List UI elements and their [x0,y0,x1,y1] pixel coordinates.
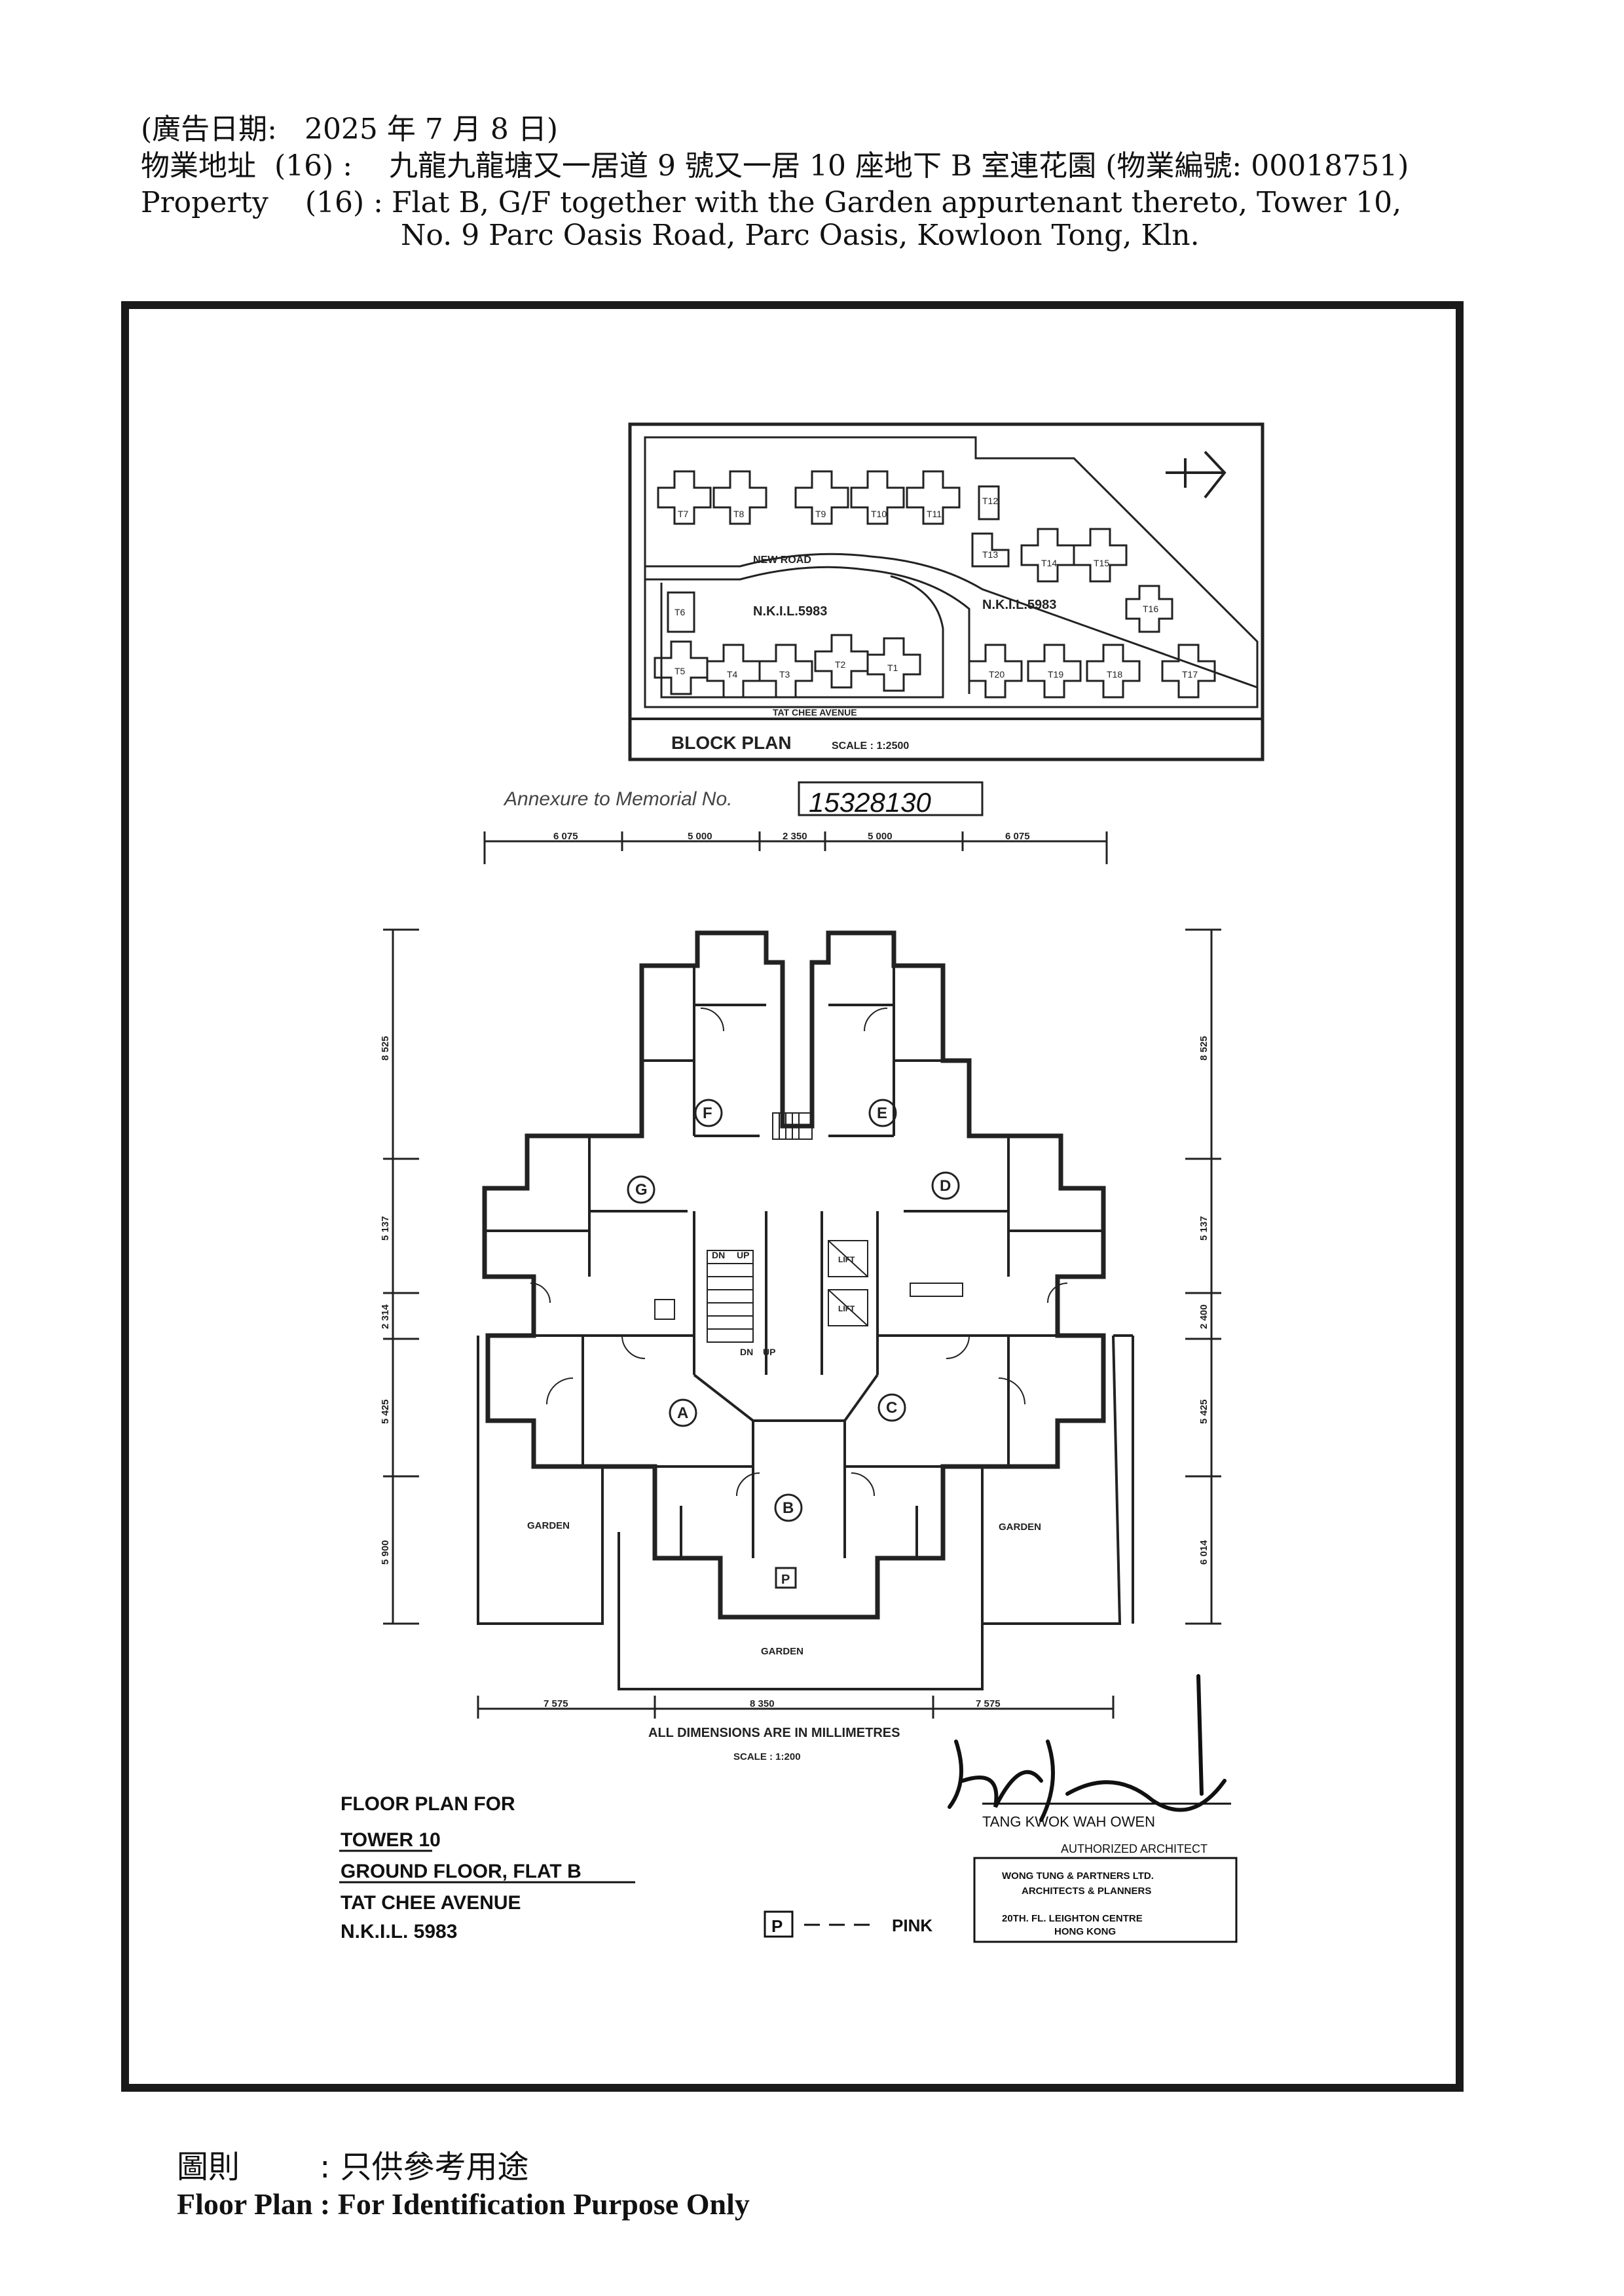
title-block: FLOOR PLAN FOR TOWER 10 GROUND FLOOR, FL… [341,1793,581,1942]
memorial-number: 15328130 [809,787,932,818]
stair-dn: DN [712,1250,725,1260]
dim-bottom: 7 575 [544,1698,568,1709]
tower-label: T20 [989,669,1005,680]
tower-label: T10 [871,509,887,519]
tower-label: T18 [1107,669,1122,680]
lift-label: LIFT [838,1255,855,1264]
dim-top: 5 000 [868,831,893,842]
title-line-5: N.K.I.L. 5983 [341,1921,457,1942]
dim-right: 5 137 [1198,1216,1209,1241]
title-line-1: FLOOR PLAN FOR [341,1793,515,1815]
dim-right: 5 425 [1198,1399,1209,1424]
tower-label: T16 [1143,604,1158,614]
flat-label-d: D [940,1177,951,1195]
dim-left: 5 900 [380,1540,391,1565]
memorial-stamp: Annexure to Memorial No. 15328130 [503,781,984,818]
tower-label: T9 [815,509,826,519]
legend-p: P [771,1916,783,1936]
stair-up: UP [737,1250,749,1260]
block-plan-towers [654,470,1216,699]
memorial-label: Annexure to Memorial No. [503,788,733,810]
tower-label: T4 [727,669,738,680]
dim-left: 2 314 [380,1304,391,1329]
address-chinese: 物業地址 (16) : 九龍九龍塘又一居道 9 號又一居 10 座地下 B 室連… [141,149,1409,183]
block-plan-lot-right: N.K.I.L.5983 [982,598,1056,612]
tower-label: T2 [835,659,846,670]
tower-label: T11 [927,509,942,519]
block-plan-title: BLOCK PLAN [671,733,792,753]
dim-bottom: 8 350 [750,1698,775,1709]
stair-dn: DN [740,1347,753,1357]
garden-left-label: GARDEN [527,1520,570,1531]
property-label: Property (16) : [141,186,383,219]
flat-label-b: B [783,1499,794,1517]
firm-type: ARCHITECTS & PLANNERS [1022,1886,1151,1897]
dim-bottom: 7 575 [976,1698,1001,1709]
tower-label: T3 [779,669,790,680]
title-line-3: GROUND FLOOR, FLAT B [341,1861,581,1882]
dim-right: 8 525 [1198,1036,1209,1061]
dim-left: 5 137 [380,1216,391,1241]
flat-label-f: F [703,1104,712,1122]
lift-label: LIFT [838,1304,855,1313]
floor-plan-scale: SCALE : 1:200 [733,1751,801,1762]
dim-left: 8 525 [380,1036,391,1061]
title-line-4: TAT CHEE AVENUE [341,1892,521,1914]
tower-label: T15 [1094,558,1109,568]
tower-label: T17 [1182,669,1198,680]
footer-chinese: 圖則 : 只供參考用途 [177,2149,529,2185]
dimensions-note: ALL DIMENSIONS ARE IN MILLIMETRES [648,1726,900,1740]
p-marker: P [781,1573,790,1587]
block-plan [628,422,1264,761]
firm-name: WONG TUNG & PARTNERS LTD. [1002,1870,1154,1882]
firm-address: 20TH. FL. LEIGHTON CENTRE [1002,1913,1143,1924]
flat-label-g: G [635,1181,648,1199]
tower-label: T14 [1041,558,1057,568]
dim-top: 6 075 [1005,831,1030,842]
dim-right: 2 400 [1198,1304,1209,1329]
block-plan-lot-left: N.K.I.L.5983 [753,604,827,619]
tower-label: T1 [887,663,898,673]
tower-label: T8 [733,509,745,519]
tower-label: T19 [1048,669,1063,680]
architect-name: TANG KWOK WAH OWEN [982,1813,1155,1830]
block-plan-street: TAT CHEE AVENUE [773,707,857,718]
tower-label: T7 [678,509,689,519]
firm-city: HONG KONG [1054,1926,1116,1937]
plan-frame [121,301,1464,2092]
property-line-2: No. 9 Parc Oasis Road, Parc Oasis, Kowlo… [401,219,1200,252]
floor-plan [383,831,1221,1719]
property-line-1: Flat B, G/F together with the Garden app… [392,186,1402,219]
garden-right-label: GARDEN [999,1522,1041,1533]
flat-label-e: E [877,1104,887,1122]
legend-pink: PINK [892,1916,932,1935]
dim-top: 2 350 [783,831,807,842]
architect-role: AUTHORIZED ARCHITECT [1061,1842,1208,1855]
tower-label: T6 [674,607,686,617]
block-plan-new-road: NEW ROAD [753,555,811,566]
block-plan-scale: SCALE : 1:2500 [832,740,909,752]
tower-label: T5 [674,666,686,676]
tower-label: T12 [982,496,998,506]
dim-right: 6 014 [1198,1540,1209,1565]
footer-english: Floor Plan : For Identification Purpose … [177,2187,750,2221]
flat-label-c: C [886,1399,897,1417]
tower-label: T13 [982,549,998,560]
dim-left: 5 425 [380,1399,391,1424]
architect-stamp: TANG KWOK WAH OWEN AUTHORIZED ARCHITECT … [948,1674,1238,1943]
garden-bottom-label: GARDEN [761,1646,803,1657]
title-line-2: TOWER 10 [341,1829,441,1851]
ad-date: (廣告日期: 2025 年 7 月 8 日) [141,113,559,146]
stair-up: UP [763,1347,775,1357]
dim-top: 5 000 [688,831,712,842]
dim-top: 6 075 [553,831,578,842]
flat-label-a: A [677,1404,688,1422]
